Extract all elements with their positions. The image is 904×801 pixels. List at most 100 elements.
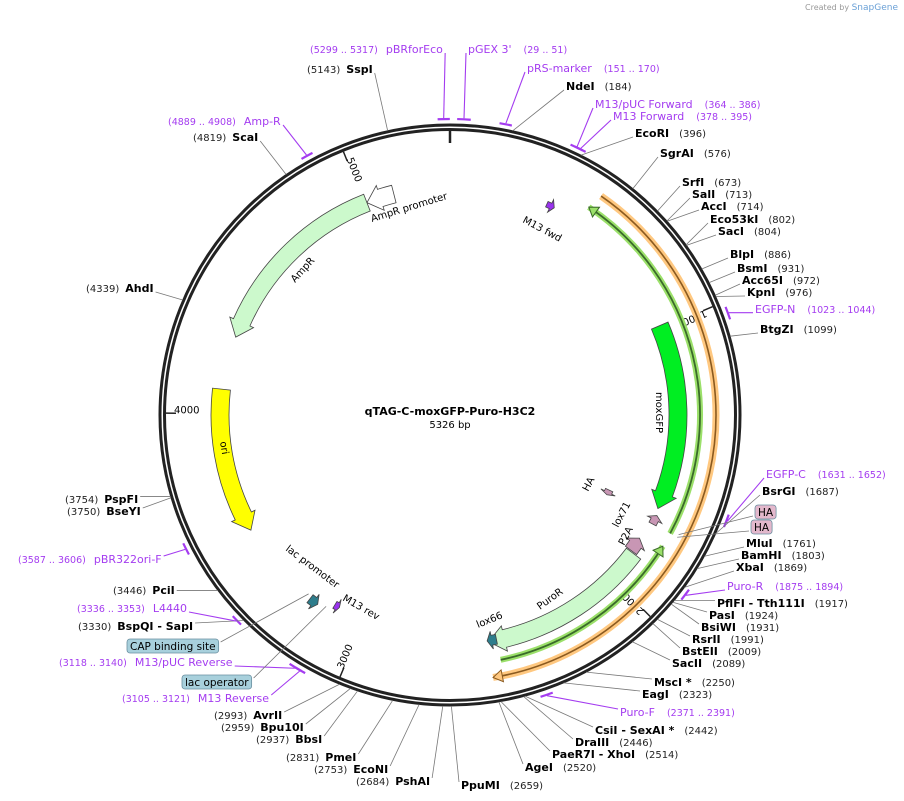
enzyme-saci-label[interactable]: SacI(804)	[718, 225, 781, 238]
enzyme-rsrii-label[interactable]: RsrII(1991)	[692, 633, 764, 646]
primer-m13-puc-forward-label[interactable]: M13/pUC Forward(364 .. 386)	[595, 98, 760, 111]
enzyme-ppumi-label[interactable]: PpuMI(2659)	[461, 779, 543, 792]
enzyme-blpi-label[interactable]: BlpI(886)	[730, 248, 791, 261]
enzyme-acc65i-leader	[715, 283, 741, 296]
enzyme-ecori-label[interactable]: EcoRI(396)	[635, 127, 706, 140]
primer-puro-r-label[interactable]: Puro-R(1875 .. 1894)	[727, 580, 843, 593]
enzyme-econi-label[interactable]: (2753)EcoNI	[314, 763, 388, 776]
enzyme-position: (2442)	[684, 726, 717, 737]
primer-amp-r-label[interactable]: (4889 .. 4908)Amp-R	[168, 115, 281, 128]
enzyme-pmei-label[interactable]: (2831)PmeI	[286, 751, 356, 764]
enzyme-sacii-label[interactable]: SacII(2089)	[672, 657, 745, 670]
boxed-label-lac-operator-leader	[253, 606, 327, 679]
primer-m13-puc-reverse-label[interactable]: (3118 .. 3140)M13/pUC Reverse	[59, 656, 233, 669]
enzyme-bbsi-leader	[323, 690, 358, 737]
enzyme-pcii-label[interactable]: (3446)PciI	[113, 584, 175, 597]
primer-m13-reverse-leader	[270, 670, 300, 696]
boxed-label-ha-box	[750, 519, 773, 535]
primer-pgex-3--binding-site	[457, 117, 471, 121]
primer-m13-reverse-label[interactable]: (3105 .. 3121)M13 Reverse	[122, 692, 269, 705]
enzyme-bpu10i-label[interactable]: (2959)Bpu10I	[221, 721, 304, 734]
enzyme-sgrai-label[interactable]: SgrAI(576)	[660, 147, 731, 160]
primer-range: (5299 .. 5317)	[310, 45, 378, 56]
primer-m13-forward-leader	[580, 119, 612, 149]
enzyme-pshai-leader	[431, 705, 444, 779]
enzyme-pflfi-label[interactable]: PflFI - Tth111I(1917)	[717, 597, 848, 610]
enzyme-pasi-label[interactable]: PasI(1924)	[709, 609, 778, 622]
enzyme-position: (1991)	[731, 635, 764, 646]
enzyme-name: BamHI	[741, 549, 782, 562]
feature-m13-rev	[332, 599, 342, 614]
enzyme-bbsi-label[interactable]: (2937)BbsI	[256, 733, 322, 746]
primer-puro-f-label[interactable]: Puro-F(2371 .. 2391)	[620, 706, 735, 719]
enzyme-sspi-label[interactable]: (5143)SspI	[307, 63, 373, 76]
enzyme-srfi-label[interactable]: SrfI(673)	[682, 176, 741, 189]
enzyme-msci-label[interactable]: MscI *(2250)	[654, 676, 735, 689]
primer-amp-r-binding-site	[300, 151, 314, 160]
enzyme-name: Acc65I	[742, 274, 783, 287]
primer-l4440-binding-site	[231, 615, 242, 626]
enzyme-scai-label[interactable]: (4819)ScaI	[193, 131, 258, 144]
enzyme-ahdi-leader	[155, 291, 183, 301]
tick-mark	[342, 151, 348, 162]
enzyme-agei-label[interactable]: AgeI(2520)	[525, 761, 596, 774]
enzyme-bspqi-label[interactable]: (3330)BspQI - SapI	[78, 620, 193, 633]
enzyme-sacii-leader	[632, 641, 671, 661]
enzyme-position: (2323)	[679, 690, 712, 701]
enzyme-name: EcoRI	[635, 127, 669, 140]
primer-pbr322ori-f-label[interactable]: (3587 .. 3606)pBR322ori-F	[18, 553, 162, 566]
enzyme-ndei-label[interactable]: NdeI(184)	[566, 80, 632, 93]
enzyme-xbai-label[interactable]: XbaI(1869)	[736, 561, 807, 574]
enzyme-acci-label[interactable]: AccI(714)	[701, 200, 764, 213]
primer-range: (29 .. 51)	[524, 45, 568, 56]
primer-m13-forward-label[interactable]: M13 Forward(378 .. 395)	[613, 110, 752, 123]
enzyme-name: BtgZI	[760, 323, 794, 336]
enzyme-csii-label[interactable]: CsiI - SexAI * (2442)	[595, 724, 718, 737]
enzyme-name: BsiWI	[701, 621, 736, 634]
enzyme-bamhi-label[interactable]: BamHI(1803)	[741, 549, 825, 562]
primer-pgex-3--label[interactable]: pGEX 3'(29 .. 51)	[468, 43, 567, 56]
enzyme-avrii-label[interactable]: (2993)AvrII	[214, 709, 282, 722]
feature-label-m13-fwd: M13 fwd	[521, 215, 564, 245]
enzyme-name: BstEII	[682, 645, 718, 658]
enzyme-eco53ki-label[interactable]: Eco53kI(802)	[710, 213, 795, 226]
enzyme-bsmi-label[interactable]: BsmI (931)	[737, 262, 804, 275]
primer-m13-puc-reverse-binding-site	[288, 662, 302, 672]
enzyme-pshai-label[interactable]: (2684)PshAI	[356, 775, 430, 788]
enzyme-btgzi-label[interactable]: BtgZI(1099)	[760, 323, 837, 336]
enzyme-position: (2446)	[619, 738, 652, 749]
enzyme-name: ScaI	[232, 131, 258, 144]
primer-l4440-label[interactable]: (3336 .. 3353)L4440	[77, 602, 187, 615]
primer-prs-marker-label[interactable]: pRS-marker(151 .. 170)	[527, 62, 660, 75]
enzyme-draiii-label[interactable]: DraIII(2446)	[575, 736, 653, 749]
primer-range: (3587 .. 3606)	[18, 555, 86, 566]
enzyme-kpni-label[interactable]: KpnI(976)	[747, 286, 812, 299]
enzyme-mlui-label[interactable]: MluI(1761)	[746, 537, 816, 550]
enzyme-bseyi-label[interactable]: (3750)BseYI	[67, 505, 141, 518]
enzyme-name: AccI	[701, 200, 727, 213]
enzyme-sali-label[interactable]: SalI(713)	[692, 188, 752, 201]
enzyme-ndei-leader	[512, 89, 565, 132]
boxed-label-ha: HA	[754, 504, 777, 520]
enzyme-bsiwi-label[interactable]: BsiWI(1931)	[701, 621, 779, 634]
enzyme-acc65i-label[interactable]: Acc65I(972)	[742, 274, 820, 287]
enzyme-position: (2514)	[645, 750, 678, 761]
primer-egfp-n-label[interactable]: EGFP-N(1023 .. 1044)	[755, 303, 875, 316]
primer-pbrforeco-label[interactable]: (5299 .. 5317)pBRforEco	[310, 43, 443, 56]
primer-name: M13/pUC Reverse	[135, 656, 233, 669]
enzyme-paer7i-label[interactable]: PaeR7I - XhoI(2514)	[552, 748, 678, 761]
enzyme-rsrii-leader	[657, 618, 691, 637]
feature-moxgfp	[650, 321, 688, 510]
enzyme-bsrgi-label[interactable]: BsrGI(1687)	[762, 485, 839, 498]
primer-egfp-c-label[interactable]: EGFP-C(1631 .. 1652)	[766, 468, 886, 481]
enzyme-bsteii-label[interactable]: BstEII(2009)	[682, 645, 761, 658]
enzyme-name: XbaI	[736, 561, 764, 574]
enzyme-pspfi-label[interactable]: (3754)PspFI	[65, 493, 138, 506]
enzyme-eagi-label[interactable]: EagI(2323)	[642, 688, 712, 701]
enzyme-position: (931)	[778, 264, 805, 275]
enzyme-blpi-leader	[701, 257, 729, 270]
enzyme-name: CsiI - SexAI *	[595, 724, 675, 737]
enzyme-name: AhdI	[125, 282, 153, 295]
enzyme-name: BsmI	[737, 262, 768, 275]
enzyme-ahdi-label[interactable]: (4339)AhdI	[86, 282, 154, 295]
